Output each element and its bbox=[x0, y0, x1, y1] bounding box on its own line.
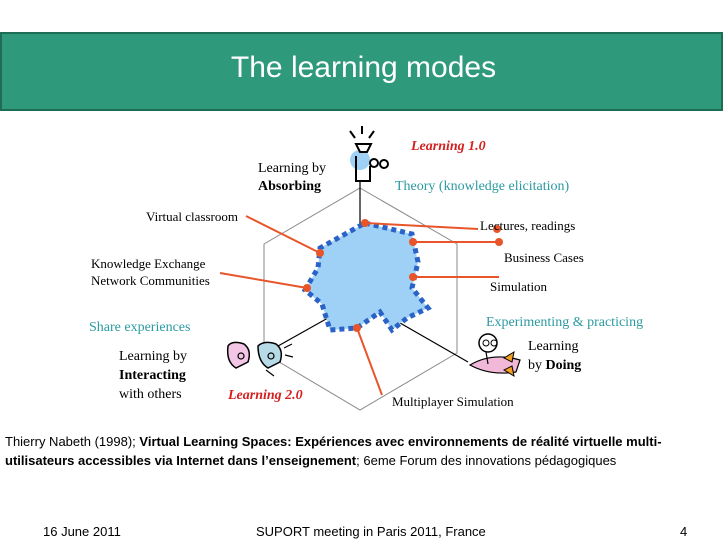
interacting-label-line1: Learning by bbox=[119, 349, 188, 364]
footer-date: 16 June 2011 bbox=[43, 524, 121, 539]
dot-business-cases-end bbox=[495, 238, 503, 246]
citation: Thierry Nabeth (1998); Virtual Learning … bbox=[5, 432, 720, 470]
dot-lectures bbox=[361, 219, 369, 227]
experimenting-label: Experimenting & practicing bbox=[486, 315, 644, 330]
spoke-simulation: Simulation bbox=[490, 279, 548, 294]
doing-label-by: by bbox=[528, 358, 542, 373]
dot-knowledge-exchange bbox=[303, 284, 311, 292]
spoke-network-communities: Network Communities bbox=[91, 273, 210, 288]
citation-title: Virtual Learning Spaces: Expériences ave… bbox=[5, 434, 662, 468]
dot-simulation bbox=[409, 273, 417, 281]
dot-lectures-end bbox=[493, 225, 501, 233]
doing-label-line2: by Doing bbox=[528, 358, 581, 374]
learning-shape bbox=[301, 220, 432, 334]
spoke-virtual-classroom: Virtual classroom bbox=[146, 209, 239, 224]
theory-label: Theory (knowledge elicitation) bbox=[395, 179, 570, 194]
person-with-ideas-icon bbox=[349, 126, 389, 182]
spoke-knowledge-exchange: Knowledge Exchange bbox=[91, 256, 206, 271]
doing-label-line1: Learning bbox=[528, 339, 579, 354]
connector-lectures bbox=[364, 222, 479, 230]
share-experiences-label: Share experiences bbox=[89, 320, 191, 335]
connector-knowledge-exchange bbox=[219, 272, 308, 289]
two-people-talking-icon bbox=[226, 341, 294, 377]
dot-business-cases bbox=[409, 238, 417, 246]
hexagon-frame bbox=[263, 187, 458, 411]
learning-1-label: Learning 1.0 bbox=[411, 139, 486, 154]
dot-multiplayer bbox=[353, 324, 361, 332]
dot-virtual-classroom bbox=[316, 249, 324, 257]
interacting-label-line2: Interacting bbox=[119, 368, 186, 383]
person-on-rocket-icon bbox=[468, 333, 521, 378]
connector-virtual-classroom bbox=[245, 215, 321, 254]
spoke-lectures: Lectures, readings bbox=[480, 218, 576, 233]
footer-page-number: 4 bbox=[680, 524, 688, 539]
page-title: The learning modes bbox=[230, 51, 497, 84]
interacting-label-line3: with others bbox=[119, 387, 182, 402]
doing-label-bold: Doing bbox=[545, 358, 582, 373]
title-band: The learning modes bbox=[0, 32, 723, 111]
citation-author: Thierry Nabeth (1998); bbox=[5, 434, 140, 449]
connector-multiplayer bbox=[356, 327, 383, 396]
absorbing-label-line2: Absorbing bbox=[258, 179, 322, 194]
footer-event: SUPORT meeting in Paris 2011, France bbox=[256, 524, 486, 539]
spoke-multiplayer-simulation: Multiplayer Simulation bbox=[392, 394, 514, 409]
citation-rest: ; 6eme Forum des innovations pédagogique… bbox=[356, 453, 617, 468]
absorbing-label-line1: Learning by bbox=[258, 161, 327, 176]
spoke-business-cases: Business Cases bbox=[504, 250, 584, 265]
learning-2-label: Learning 2.0 bbox=[228, 388, 303, 403]
